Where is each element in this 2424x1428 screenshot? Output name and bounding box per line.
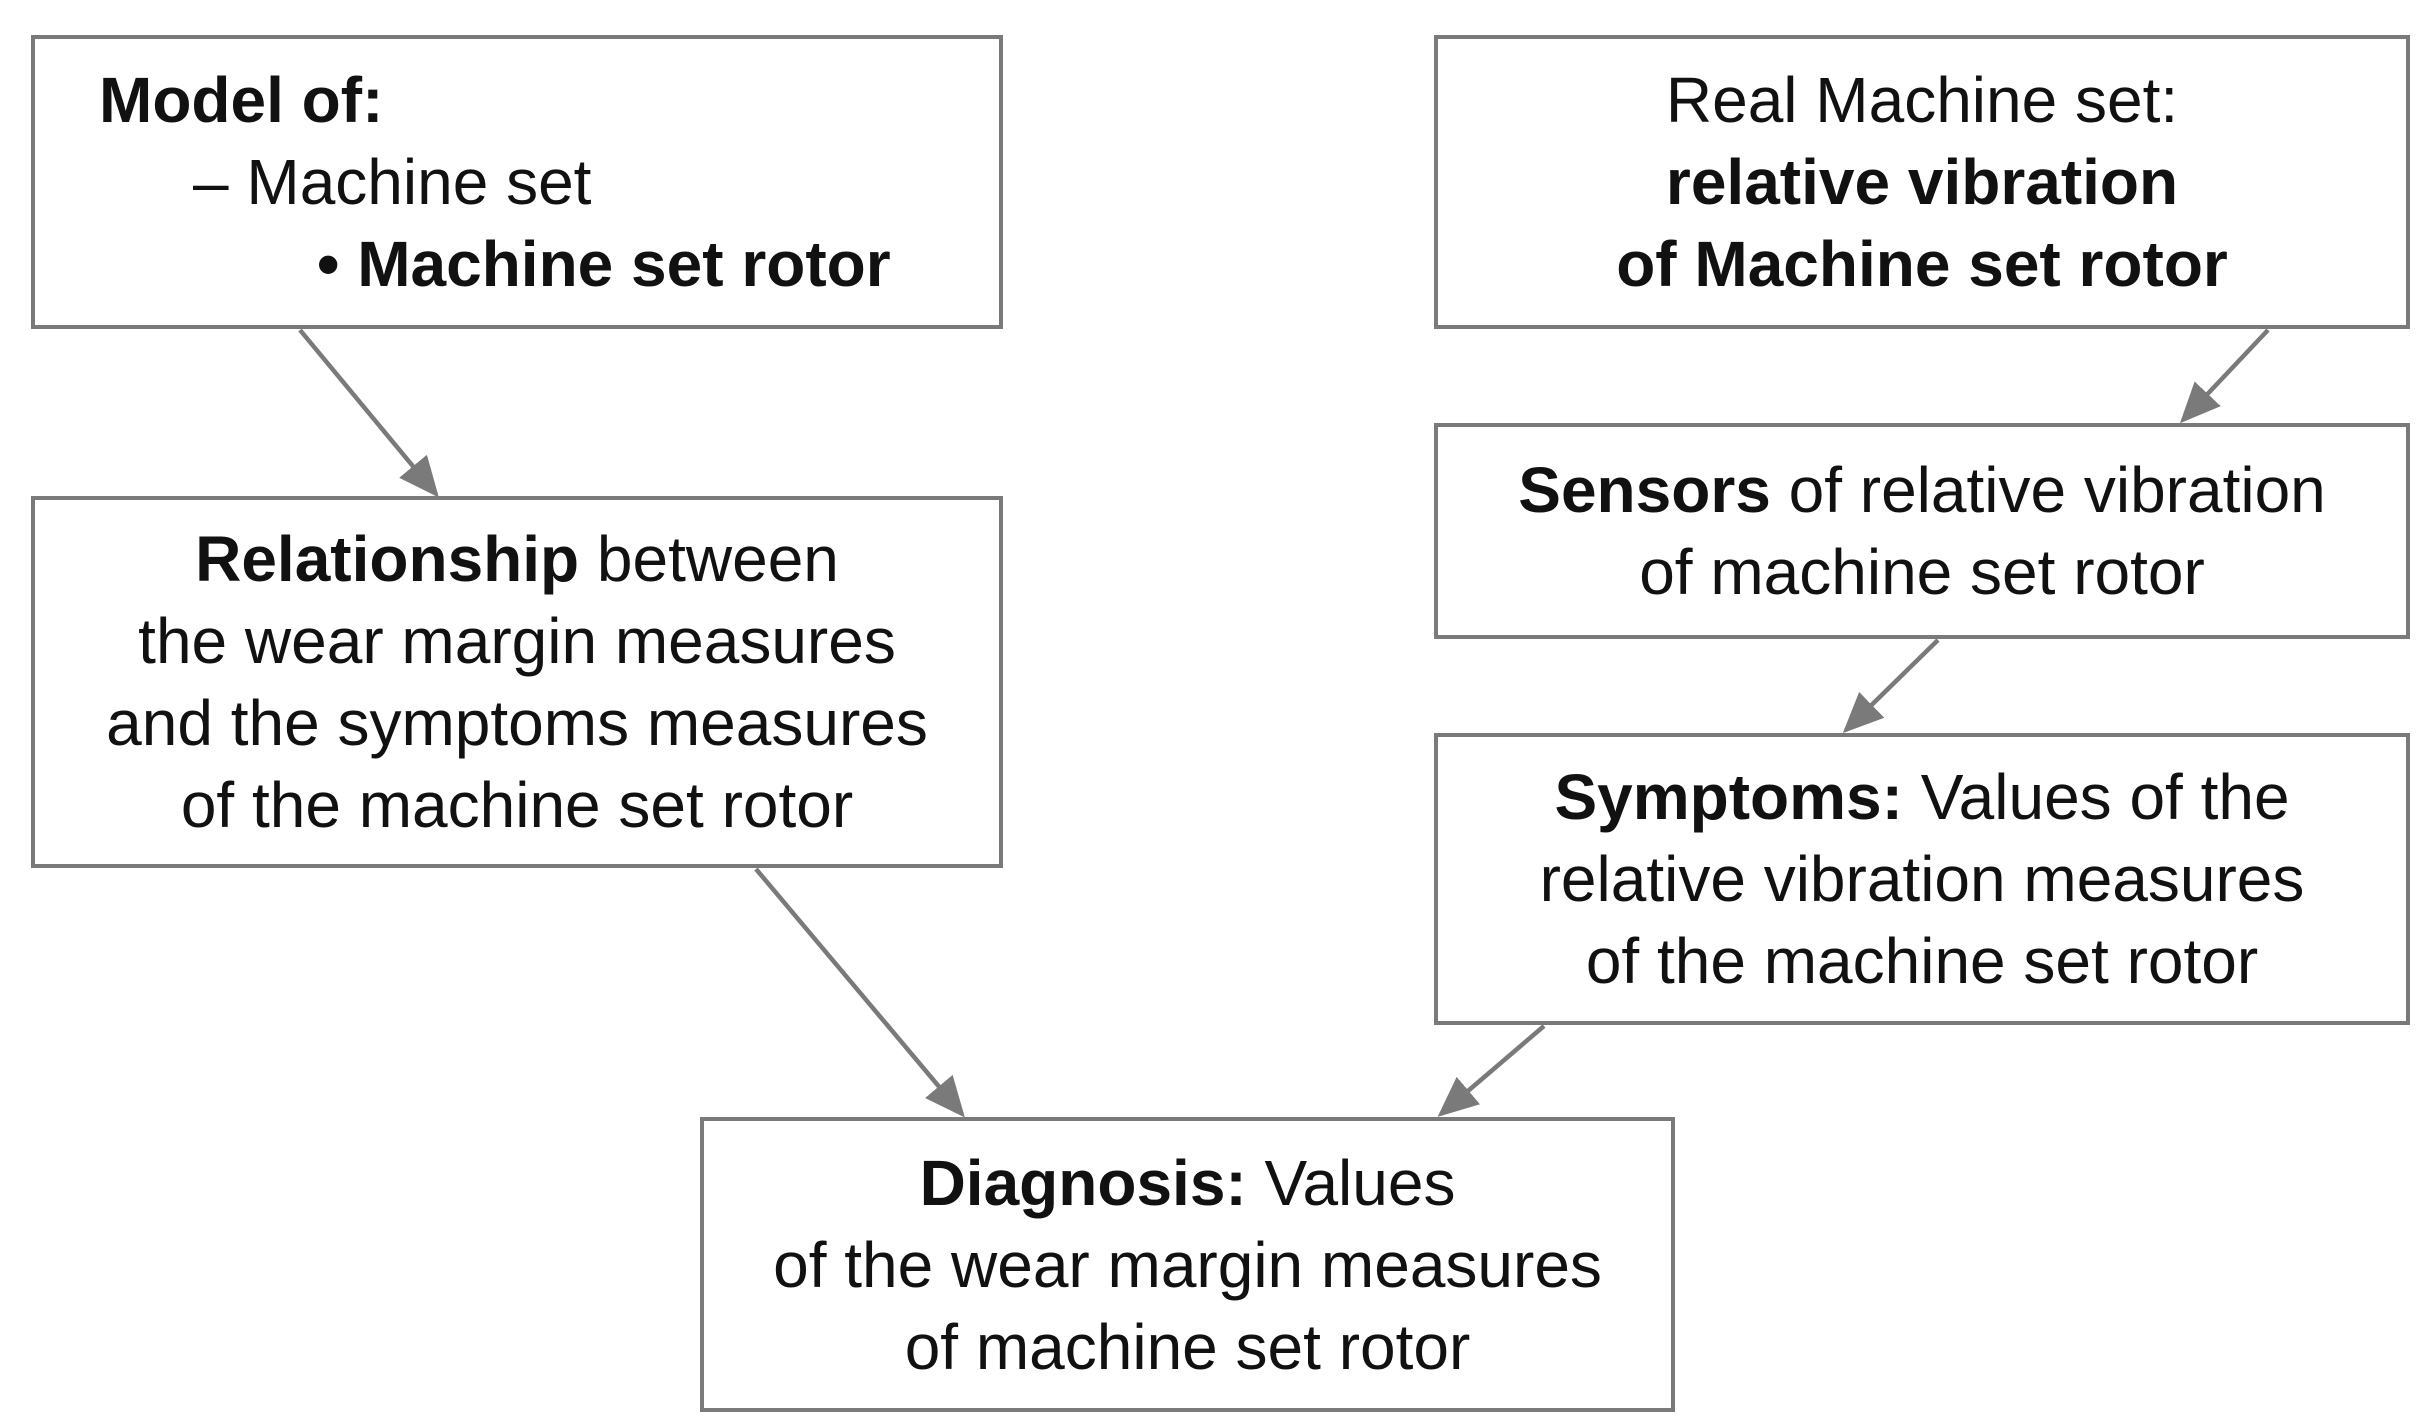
- relationship-box-line-3: and the symptoms measures: [106, 687, 928, 759]
- symptoms-box-line-3: of the machine set rotor: [1585, 925, 2259, 997]
- diagnosis-box: Diagnosis: Values of the wear margin mea…: [700, 1117, 1675, 1412]
- sensors-box-line-1: Sensors of relative vibration: [1518, 449, 2326, 531]
- model-box-item-machine-set-rotor: • Machine set rotor: [317, 228, 891, 300]
- symptoms-box-lead-rest: Values of the: [1902, 761, 2290, 833]
- relationship-box-lead: Relationship: [195, 523, 580, 595]
- model-box-title: Model of:: [99, 64, 384, 136]
- symptoms-box-line-2: relative vibration measures: [1539, 843, 2305, 915]
- model-box-item-machine-set: – Machine set: [193, 146, 592, 218]
- sensors-box-lead-rest: of relative vibration: [1770, 454, 2326, 526]
- diagnosis-box-lead-rest: Values: [1246, 1146, 1456, 1219]
- model-box: Model of: – Machine set • Machine set ro…: [31, 35, 1003, 329]
- arrow-model-to-relationship: [298, 328, 439, 498]
- relationship-box-line-4: of the machine set rotor: [180, 769, 854, 841]
- diagnosis-box-line-2: of the wear margin measures: [773, 1228, 1602, 1301]
- sensors-box-lead: Sensors: [1518, 454, 1771, 526]
- symptoms-box-lead: Symptoms:: [1554, 761, 1903, 833]
- relationship-box-line-2: the wear margin measures: [138, 605, 896, 677]
- symptoms-box-line-1: Symptoms: Values of the: [1540, 756, 2305, 838]
- relationship-box-lead-rest: between: [579, 523, 839, 595]
- arrow-real-to-sensors: [2179, 328, 2270, 424]
- sensors-box: Sensors of relative vibration of machine…: [1434, 423, 2410, 639]
- model-box-text: Model of: – Machine set • Machine set ro…: [35, 59, 999, 305]
- diagnosis-box-line-3: of machine set rotor: [904, 1310, 1471, 1383]
- real-machine-box: Real Machine set: relative vibration of …: [1434, 35, 2410, 329]
- real-machine-box-text: Real Machine set: relative vibration of …: [1616, 59, 2228, 305]
- real-machine-box-line-2: relative vibration: [1665, 146, 2179, 218]
- sensors-box-line-2: of machine set rotor: [1639, 536, 2205, 608]
- real-machine-box-line-3: of Machine set rotor: [1616, 228, 2228, 300]
- arrow-sensors-to-symptoms: [1842, 638, 1940, 734]
- diagnosis-box-text: Diagnosis: Values of the wear margin mea…: [773, 1142, 1602, 1388]
- relationship-box-text: Relationship between the wear margin mea…: [106, 518, 928, 846]
- diagnosis-box-line-1: Diagnosis: Values: [773, 1142, 1602, 1224]
- relationship-box-line-1: Relationship between: [106, 518, 928, 600]
- real-machine-box-line-1: Real Machine set:: [1665, 64, 2179, 136]
- diagnosis-box-lead: Diagnosis:: [919, 1146, 1247, 1219]
- relationship-box: Relationship between the wear margin mea…: [31, 496, 1003, 868]
- sensors-box-text: Sensors of relative vibration of machine…: [1518, 449, 2326, 613]
- symptoms-box-text: Symptoms: Values of the relative vibrati…: [1540, 756, 2305, 1002]
- symptoms-box: Symptoms: Values of the relative vibrati…: [1434, 733, 2410, 1025]
- arrow-symptoms-to-diagnosis: [1437, 1024, 1546, 1117]
- arrow-relationship-to-diagnosis: [754, 867, 965, 1118]
